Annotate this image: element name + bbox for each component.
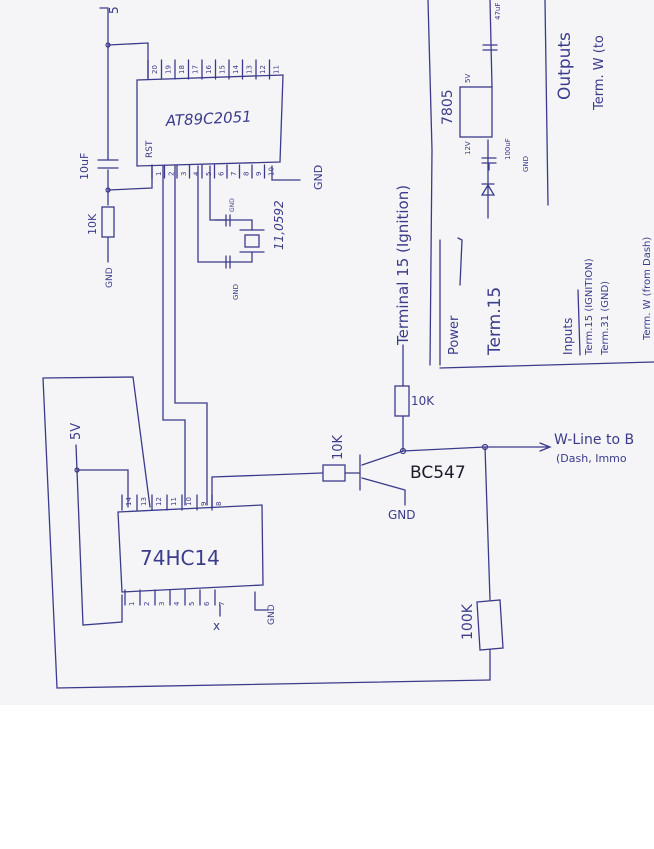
pin-number: 2: [168, 172, 176, 176]
transistor-gnd-label: GND: [388, 508, 416, 522]
supply-5v-label: 5V: [69, 423, 84, 440]
cap-in-label: 100uF: [504, 138, 512, 160]
pin-number: 1: [128, 602, 136, 606]
regulator-label: 7805: [440, 89, 456, 125]
pin-number: 3: [180, 172, 188, 176]
cap-out-label: 47uF: [494, 3, 502, 20]
pin-number: 12: [155, 497, 163, 506]
pin-number: 2: [143, 602, 151, 606]
transistor-name: BC547: [410, 463, 466, 483]
pin-number: 16: [205, 65, 213, 74]
crystal-freq-label: 11,0592: [272, 200, 286, 250]
base-res-label: 10K: [331, 434, 346, 460]
pin-number: 10: [185, 497, 193, 506]
input-item: Term.31 (GND): [600, 281, 611, 356]
pin-number: 5: [188, 602, 196, 606]
resistor-10k: [101, 206, 115, 238]
pin-number: 4: [193, 171, 201, 176]
pin-number: 8: [243, 172, 251, 176]
crystal-circuit: GND GND 11,0592: [197, 165, 286, 300]
crystal-gnd-label: GND: [229, 198, 236, 212]
pin-number: 19: [165, 65, 173, 74]
inverter-gnd-label: GND: [267, 604, 277, 625]
mcu-name: AT89C2051: [164, 108, 252, 131]
pin-number: 7: [230, 172, 238, 176]
pin-number: 14: [125, 497, 133, 506]
collector-resistor: [394, 385, 410, 417]
wire-p2: [162, 165, 186, 506]
vout-label: 5V: [464, 74, 472, 83]
output-label: W-Line to B: [554, 432, 634, 448]
inputs-title: Inputs: [561, 318, 575, 355]
pin-number: 20: [151, 65, 159, 74]
input-item: Term.15 (IGNITION): [584, 258, 595, 356]
cap-label: 10uF: [78, 153, 91, 180]
pin-number: 14: [232, 65, 240, 74]
regulator-7805: [459, 86, 493, 138]
pin-number: 11: [170, 497, 178, 506]
outputs-title: Outputs: [555, 32, 575, 100]
paper: [0, 0, 654, 705]
pin-number: 4: [173, 601, 181, 606]
supply-top-label: 5: [107, 6, 121, 14]
pin-number: 11: [273, 65, 281, 74]
pin-number: 5: [205, 172, 213, 176]
output-item: Term. W (to: [592, 35, 607, 111]
pin-number: 8: [215, 502, 223, 506]
output-sublabel: (Dash, Immo: [556, 452, 627, 465]
crystal: [244, 234, 260, 248]
pin-number: 7: [218, 602, 226, 606]
res-label: 10K: [86, 213, 99, 235]
term15-label: Term.15: [485, 287, 505, 356]
pin-number: 3: [158, 602, 166, 606]
terminal-15-label: Terminal 15 (Ignition): [394, 185, 412, 346]
rst-label: RST: [145, 140, 155, 158]
pin-number: 12: [259, 65, 267, 74]
power-panel: Power Term.15 7805 12V 5V 100uF GND 47uF…: [427, 0, 654, 369]
pin-number: 1: [155, 172, 163, 176]
capacitor-10uf: [97, 159, 119, 169]
wire-p3: [174, 165, 208, 506]
pin-number: 6: [203, 601, 211, 606]
gnd-label: GND: [522, 156, 530, 172]
transistor-stage: 10K BC547 GND 10K Terminal 15 (Ignition)…: [322, 185, 634, 681]
nc-mark: x: [213, 619, 220, 633]
crystal-gnd-label: GND: [232, 284, 240, 300]
pin-number: 17: [192, 65, 200, 74]
pin-number: 18: [178, 65, 186, 74]
mcu-gnd-label: GND: [312, 165, 325, 190]
pin-number: 9: [255, 172, 263, 176]
input-item: Term. W (from Dash): [642, 237, 653, 341]
pin-number: 6: [218, 171, 226, 176]
pin-number: 9: [200, 502, 208, 506]
power-title: Power: [447, 315, 462, 355]
vin-label: 12V: [464, 141, 472, 155]
pin-number: 13: [140, 497, 148, 506]
pin-number: 13: [246, 65, 254, 74]
collector-res-label: 10K: [411, 394, 435, 408]
pulldown-label: 100K: [460, 603, 476, 640]
pulldown-resistor: [476, 599, 504, 651]
gnd-label: GND: [105, 267, 115, 288]
pin-number: 15: [219, 65, 227, 74]
inverter-name: 74HC14: [140, 546, 220, 570]
